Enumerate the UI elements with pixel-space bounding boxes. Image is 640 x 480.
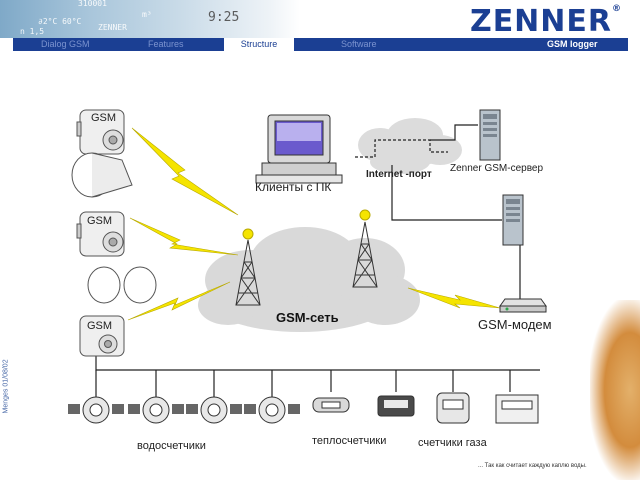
modem-host-server bbox=[502, 194, 524, 246]
lightning-icon bbox=[131, 127, 239, 216]
header: 310001 9:25 m³ ∂2°C 60°C ZENNER n 1,5 ZE… bbox=[0, 0, 640, 39]
gsm-device-2 bbox=[76, 211, 157, 304]
nav-section-title: GSM logger bbox=[547, 39, 598, 49]
photo-text: n 1,5 bbox=[20, 27, 45, 36]
connection-lines bbox=[95, 124, 540, 398]
clients-label: Клиенты с ПК bbox=[255, 180, 332, 194]
wireless-links bbox=[127, 127, 501, 321]
tab-software[interactable]: Software bbox=[341, 39, 377, 49]
heat-meter bbox=[377, 395, 415, 417]
photo-text: m³ bbox=[142, 10, 152, 19]
server-label: Zenner GSM-сервер bbox=[450, 163, 544, 174]
zenner-logo: ZENNER® bbox=[470, 4, 622, 39]
gsm-device-1 bbox=[71, 109, 133, 198]
logo-registered-mark: ® bbox=[612, 4, 622, 14]
tab-features[interactable]: Features bbox=[148, 39, 184, 49]
heat-meter bbox=[312, 397, 350, 413]
gas-meters-label: счетчики газа bbox=[418, 437, 487, 449]
nav-bar: Dialog GSM Features Structure Software G… bbox=[13, 38, 628, 51]
zenner-gsm-server bbox=[479, 109, 501, 161]
lightning-icon bbox=[127, 281, 231, 321]
gsm-tower-1 bbox=[235, 228, 261, 306]
gsm-network-label: GSM-сеть bbox=[276, 310, 339, 325]
tab-dialog-gsm[interactable]: Dialog GSM bbox=[41, 39, 90, 49]
header-meter-photo: 310001 9:25 m³ ∂2°C 60°C ZENNER n 1,5 bbox=[0, 0, 300, 38]
gsm-modem-label: GSM-модем bbox=[478, 317, 552, 332]
logo-text: ZENNER bbox=[469, 4, 612, 39]
gsm-label: GSM bbox=[87, 215, 113, 227]
gsm-tower-2 bbox=[352, 209, 378, 288]
water-meter bbox=[68, 396, 124, 424]
photo-text: ZENNER bbox=[98, 23, 127, 32]
water-meters-label: водосчетчики bbox=[137, 440, 206, 452]
pc-client bbox=[255, 114, 343, 184]
decorative-leaf bbox=[590, 300, 640, 480]
lightning-icon bbox=[129, 217, 239, 256]
footnote: ... Так как считает каждую каплю воды. bbox=[478, 463, 587, 469]
heat-meters-label: теплосчетчики bbox=[312, 435, 387, 447]
internet-cloud bbox=[358, 118, 462, 174]
water-meter bbox=[186, 396, 242, 424]
tab-structure[interactable]: Structure bbox=[224, 38, 294, 51]
photo-text: ∂2°C 60°C bbox=[38, 17, 82, 26]
water-meter bbox=[244, 396, 300, 424]
gsm-label: GSM bbox=[91, 112, 117, 124]
lightning-icon bbox=[407, 287, 501, 309]
internet-port-label: Internet -порт bbox=[366, 169, 432, 180]
gsm-device-3 bbox=[79, 315, 125, 357]
photo-text: 9:25 bbox=[208, 10, 240, 25]
gsm-modem bbox=[499, 298, 547, 313]
water-meter bbox=[128, 396, 184, 424]
gas-meter bbox=[436, 392, 470, 424]
photo-text: 310001 bbox=[78, 0, 107, 8]
gsm-label: GSM bbox=[87, 320, 113, 332]
gas-meter bbox=[495, 394, 539, 424]
